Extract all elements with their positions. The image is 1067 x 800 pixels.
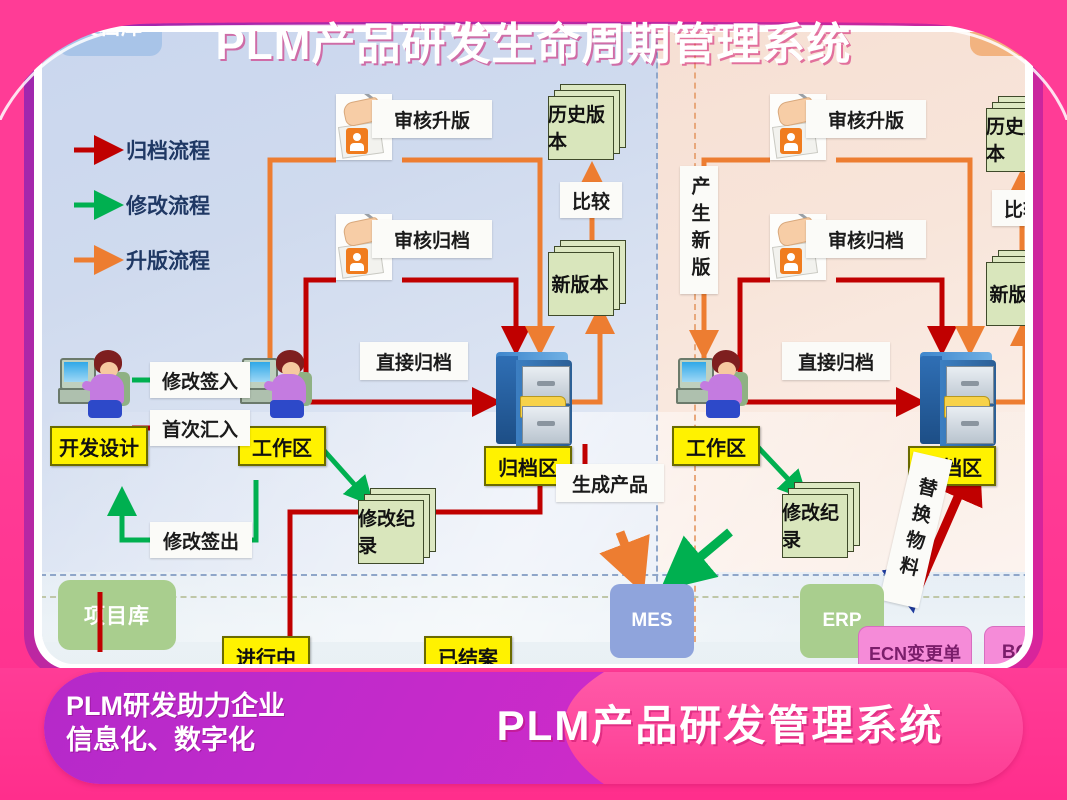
divider-bottom-sub xyxy=(42,596,1025,598)
divider-bottom-top xyxy=(42,574,1025,576)
edge-label-review-upgrade-right: 审核升版 xyxy=(806,100,926,138)
system-chip-mes: MES xyxy=(610,584,694,658)
edge-label-generate-product: 生成产品 xyxy=(556,464,664,502)
edge-label-review-archive-left: 审核归档 xyxy=(372,220,492,258)
system-chip-ecn: ECN变更单 xyxy=(858,626,972,664)
footer-pill-purple xyxy=(44,672,624,784)
docs-history-left-label: 历史版本 xyxy=(548,105,606,153)
icon-person-designer xyxy=(58,344,136,422)
diagram-canvas: 文档库 产品库 项目库 xyxy=(42,32,1025,664)
edge-label-checkout: 修改签出 xyxy=(150,522,252,558)
docs-modify-record-right-label: 修改纪录 xyxy=(782,503,840,551)
docs-history-right: 历史版本 xyxy=(986,96,1025,174)
tag-design-area: 开发设计 xyxy=(50,426,148,466)
docs-history-right-label: 历史版本 xyxy=(986,117,1025,165)
tag-workspace-right: 工作区 xyxy=(672,426,760,466)
legend-item-modify: 修改流程 xyxy=(126,195,210,218)
edge-label-review-upgrade-left: 审核升版 xyxy=(372,100,492,138)
edge-label-direct-archive-left: 直接归档 xyxy=(360,342,468,380)
divider-doc-prod xyxy=(656,32,658,642)
legend-item-upgrade: 升版流程 xyxy=(126,250,210,273)
docs-modify-record-left-label: 修改纪录 xyxy=(358,509,416,557)
edge-label-review-archive-right: 审核归档 xyxy=(806,220,926,258)
diagram-frame: 文档库 产品库 项目库 xyxy=(42,32,1025,664)
icon-file-cabinet-right xyxy=(920,352,998,448)
docs-history-left: 历史版本 xyxy=(548,84,626,162)
page-title: PLM产品研发生命周期管理系统 xyxy=(215,20,852,69)
system-chip-erp: ERP xyxy=(800,584,884,658)
icon-person-workspace-left xyxy=(240,344,318,422)
tag-workspace-left: 工作区 xyxy=(238,426,326,466)
docs-newversion-right: 新版本 xyxy=(986,250,1025,328)
legend-item-archive: 归档流程 xyxy=(126,140,210,163)
icon-file-cabinet-left xyxy=(496,352,574,448)
edge-label-new-version-right: 产生新版 xyxy=(680,166,718,294)
edge-label-direct-archive-right: 直接归档 xyxy=(782,342,890,380)
icon-person-workspace-right xyxy=(676,344,754,422)
docs-newversion-right-label: 新版本 xyxy=(989,284,1025,306)
edge-label-checkin-left: 修改签入 xyxy=(150,362,250,398)
footer-subtitle-left-line1: PLM研发助力企业 xyxy=(66,691,285,721)
docs-modify-record-left: 修改纪录 xyxy=(358,488,436,566)
system-chip-bom: BOM xyxy=(984,626,1025,664)
tag-closed: 已结案 xyxy=(424,636,512,664)
footer-headline: PLM产品研发管理系统 xyxy=(496,702,944,749)
footer-subtitle-left: PLM研发助力企业 信息化、数字化 xyxy=(66,690,496,758)
edge-label-compare-right: 比较 xyxy=(992,190,1025,226)
docs-modify-record-right: 修改纪录 xyxy=(782,482,860,560)
footer-subtitle-left-line2: 信息化、数字化 xyxy=(66,724,255,755)
docs-newversion-left: 新版本 xyxy=(548,240,626,318)
edge-label-compare-left: 比较 xyxy=(560,182,622,218)
edge-label-first-import: 首次汇入 xyxy=(150,410,250,446)
tag-in-progress: 进行中 xyxy=(222,636,310,664)
docs-newversion-left-label: 新版本 xyxy=(551,274,609,296)
